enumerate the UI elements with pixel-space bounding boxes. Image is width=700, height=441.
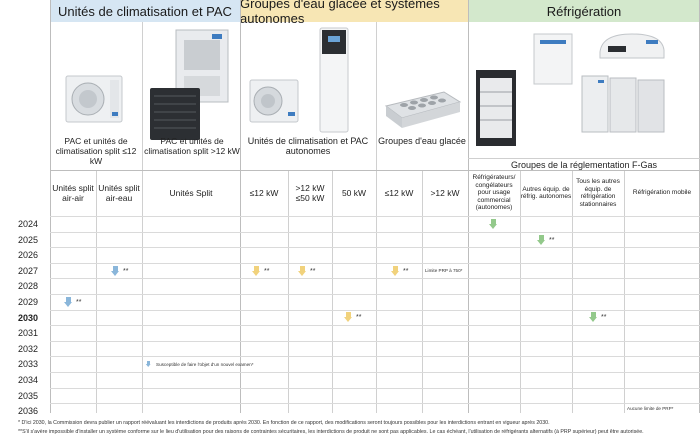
col-eau-gt12: >12 kW	[430, 188, 460, 198]
caption-pac-split-large: PAC et unités de climatisation split >12…	[144, 136, 240, 156]
row-line	[50, 356, 700, 358]
year-label: 2024	[18, 219, 39, 229]
row-line	[50, 247, 700, 249]
monobloc-unit-image	[248, 74, 300, 130]
year-label: 2035	[18, 390, 39, 401]
year-label: 2025	[18, 234, 39, 245]
year-label: 2036	[18, 406, 39, 417]
year-label: 2028	[18, 281, 39, 292]
mark-unites-split-2033: Susceptible de faire l'objet d'un nouvel…	[144, 359, 254, 369]
caption-fgas: Groupes de la réglementation F-Gas	[510, 160, 658, 170]
header-refrigeration: Réfrigération	[468, 0, 700, 22]
col-refrig-mobile: Réfrigération mobile	[632, 189, 692, 197]
mark-auto-50-2030: **	[344, 312, 361, 322]
col-refrig-commercial: Réfrigérateurs/ congélateurs pour usage …	[472, 174, 516, 212]
col-auto-12-50: >12 kW ≤50 kW	[295, 183, 325, 203]
row-line	[50, 340, 700, 342]
mark-autres-autonomes-2025: **	[537, 235, 554, 245]
year-label: 2031	[18, 328, 39, 339]
down-arrow-icon	[145, 361, 151, 367]
transport-unit-image	[596, 28, 668, 68]
down-arrow-icon	[298, 266, 307, 276]
indoor-tower-image	[312, 26, 356, 136]
col-eau-le12: ≤12 kW	[384, 188, 414, 198]
year-label: 2029	[18, 297, 39, 307]
vrv-units-image	[578, 72, 670, 138]
down-arrow-icon	[489, 219, 498, 229]
condensing-unit-image	[528, 30, 578, 90]
down-arrow-icon	[537, 235, 546, 245]
down-arrow-icon	[344, 312, 353, 322]
row-line	[50, 309, 700, 311]
mark-auto-le12-2027: **	[252, 266, 269, 276]
col-autres-autonomes: Autres équip. de réfrig. autonomes	[520, 185, 572, 201]
mark-auto-12-50-2027: **	[298, 266, 315, 276]
year-label: 2034	[18, 375, 39, 385]
down-arrow-icon	[64, 297, 73, 307]
row-line	[50, 325, 700, 327]
year-label: 2032	[18, 343, 39, 354]
down-arrow-icon	[252, 266, 261, 276]
year-label: 2026	[18, 250, 39, 261]
row-line	[50, 294, 700, 295]
outdoor-unit-large-image	[148, 26, 234, 144]
mark-split-air-air-2029: **	[64, 297, 81, 307]
caption-autonomes: Unités de climatisation et PAC autonomes	[247, 136, 369, 156]
mark-eau-gt12-2027: Limite PRP à 750*	[425, 268, 463, 273]
col-unites-split: Unités Split	[169, 188, 213, 198]
mark-refrig-commercial-2024	[489, 219, 498, 229]
col-auto-50: 50 kW	[341, 188, 367, 198]
mark-eau-le12-2027: **	[391, 266, 408, 276]
chiller-image	[382, 88, 464, 132]
footnote-2: **S'il s'avère impossible d'installer un…	[18, 429, 644, 435]
caption-pac-split-small: PAC et unités de climatisation split ≤12…	[55, 136, 137, 166]
header-eau-glacee: Groupes d'eau glacée et systèmes autonom…	[240, 0, 468, 26]
row-line	[50, 372, 700, 373]
col-split-air-air: Unités split air-air	[52, 183, 94, 203]
outdoor-unit-small-image	[64, 70, 126, 128]
down-arrow-icon	[111, 266, 120, 276]
year-label: 2033	[18, 359, 39, 370]
mark-refrig-mobile-2036: Aucune limite de PRP*	[627, 406, 674, 411]
row-line	[50, 231, 700, 233]
year-label: 2030	[18, 312, 39, 323]
mark-autres-stationnaires-2030: **	[589, 312, 606, 322]
down-arrow-icon	[391, 266, 400, 276]
row-line	[50, 262, 700, 264]
col-autres-stationnaires: Tous les autres équip. de réfrigération …	[576, 178, 620, 208]
row-line	[50, 387, 700, 389]
down-arrow-icon	[589, 312, 598, 322]
header-climatisation: Unités de climatisation et PAC	[50, 0, 240, 22]
footnote-1: * D'ici 2030, la Commission devra publie…	[18, 420, 550, 426]
display-cabinet-image	[474, 68, 518, 148]
col-auto-le12: ≤12 kW	[249, 188, 279, 198]
col-split-air-eau: Unités split air-eau	[98, 183, 140, 203]
row-line	[50, 403, 700, 405]
mark-split-air-eau-2027: **	[111, 266, 128, 276]
row-line	[50, 278, 700, 280]
row-line	[50, 216, 700, 217]
caption-groupes-eau: Groupes d'eau glacée	[378, 136, 466, 146]
year-label: 2027	[18, 265, 39, 276]
